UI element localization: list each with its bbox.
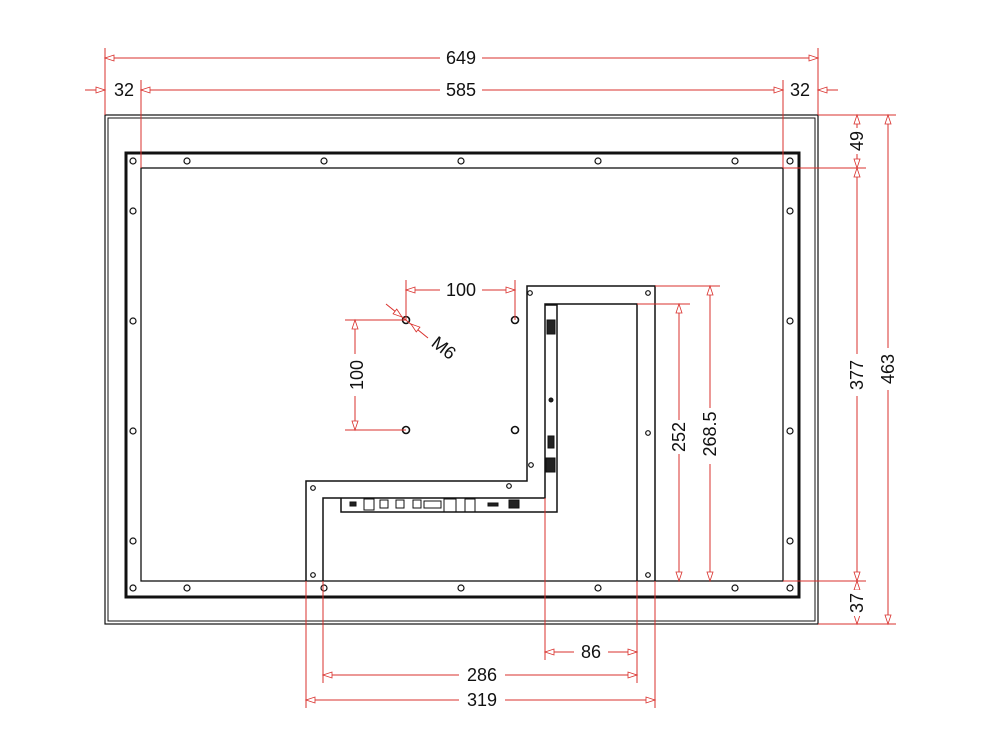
dim-box-outer-width: 319 bbox=[467, 690, 497, 710]
housing-outer-outline bbox=[305, 285, 656, 581]
dimension-arrow bbox=[853, 113, 861, 125]
dim-inner-height: 377 bbox=[847, 360, 867, 390]
dim-inner-width: 585 bbox=[446, 80, 476, 100]
dimension-arrow bbox=[853, 158, 861, 170]
dimension-arrow bbox=[853, 571, 861, 583]
screw-hole bbox=[129, 584, 137, 592]
dimension-arrow bbox=[773, 86, 785, 94]
dimension-arrow bbox=[853, 579, 861, 591]
screw-hole bbox=[594, 584, 602, 592]
dim-overall-width: 649 bbox=[446, 48, 476, 68]
dim-box-inner-width: 286 bbox=[467, 665, 497, 685]
dimension-arrow bbox=[645, 696, 657, 704]
housing-screw-hole bbox=[645, 430, 651, 436]
screw-hole bbox=[731, 584, 739, 592]
housing-screw-hole bbox=[527, 290, 533, 296]
housing-screw-hole bbox=[310, 572, 316, 578]
screw-hole bbox=[457, 584, 465, 592]
dimension-arrow bbox=[706, 571, 714, 583]
dimension-arrow bbox=[808, 54, 820, 62]
dimension-arrow bbox=[392, 308, 403, 318]
screw-hole bbox=[183, 157, 191, 165]
screw-hole bbox=[183, 584, 191, 592]
screw-hole bbox=[594, 157, 602, 165]
dim-vesa-vertical: 100 bbox=[347, 360, 367, 390]
bezel-screws bbox=[129, 157, 794, 592]
m6-leader-line bbox=[385, 303, 429, 339]
dimension-labels: 649 32 585 32 49 377 463 37 100 100 M6 2… bbox=[112, 48, 898, 710]
dimension-arrow bbox=[627, 648, 639, 656]
screw-hole bbox=[786, 537, 794, 545]
dim-box-outer-height: 268.5 bbox=[700, 411, 720, 456]
screw-hole bbox=[129, 207, 137, 215]
dim-box-inner-height: 252 bbox=[669, 422, 689, 452]
dimension-arrow bbox=[410, 323, 421, 333]
screw-hole bbox=[786, 317, 794, 325]
dim-bottom-margin: 37 bbox=[847, 593, 867, 613]
housing-inner-outline bbox=[322, 303, 638, 581]
dimension-arrow bbox=[351, 318, 359, 330]
dim-overall-height: 463 bbox=[878, 354, 898, 384]
panel-frame bbox=[104, 114, 819, 625]
dimension-arrow bbox=[543, 648, 555, 656]
dimension-arrow bbox=[853, 614, 861, 626]
vesa-hole bbox=[510, 425, 520, 435]
screw-hole bbox=[129, 317, 137, 325]
dimension-arrow bbox=[321, 671, 333, 679]
io-connectors bbox=[349, 319, 556, 513]
outer-frame-inner-line bbox=[107, 117, 816, 622]
housing-screw-hole bbox=[528, 462, 534, 468]
dimension-arrow bbox=[675, 571, 683, 583]
dimension-arrow bbox=[103, 54, 115, 62]
dimension-lines bbox=[85, 48, 896, 708]
screw-hole bbox=[731, 157, 739, 165]
screw-hole bbox=[786, 584, 794, 592]
housing-screw-hole bbox=[506, 483, 512, 489]
electronics-housing bbox=[305, 285, 656, 581]
dimension-arrow bbox=[627, 671, 639, 679]
screw-hole bbox=[129, 427, 137, 435]
bezel-border bbox=[124, 151, 801, 599]
dimension-arrow bbox=[505, 286, 517, 294]
dimension-arrow bbox=[351, 420, 359, 432]
dimension-arrow bbox=[404, 286, 416, 294]
vesa-mount-holes bbox=[401, 315, 520, 435]
dimension-arrow bbox=[853, 166, 861, 178]
connector-board bbox=[340, 304, 558, 513]
screw-hole bbox=[786, 157, 794, 165]
dimension-arrow bbox=[675, 302, 683, 314]
screw-hole bbox=[129, 537, 137, 545]
screw-hole bbox=[457, 157, 465, 165]
dimension-arrow bbox=[884, 614, 892, 626]
display-area bbox=[140, 167, 784, 582]
dim-right-margin: 32 bbox=[790, 80, 810, 100]
outer-frame bbox=[104, 114, 819, 625]
dimension-arrow bbox=[139, 86, 151, 94]
screw-hole bbox=[129, 157, 137, 165]
screw-hole bbox=[320, 584, 328, 592]
housing-screws bbox=[310, 290, 651, 578]
dim-screw-thread: M6 bbox=[428, 332, 460, 363]
screw-hole bbox=[320, 157, 328, 165]
screw-hole bbox=[786, 427, 794, 435]
dimension-arrow bbox=[884, 113, 892, 125]
dim-top-margin: 49 bbox=[847, 131, 867, 151]
dim-left-margin: 32 bbox=[114, 80, 134, 100]
housing-screw-hole bbox=[645, 572, 651, 578]
dimension-arrow bbox=[706, 284, 714, 296]
dim-vesa-horizontal: 100 bbox=[446, 280, 476, 300]
dimension-arrow bbox=[304, 696, 316, 704]
dimension-arrow bbox=[816, 86, 828, 94]
dim-box-small-width: 86 bbox=[581, 642, 601, 662]
housing-screw-hole bbox=[645, 290, 651, 296]
housing-screw-hole bbox=[310, 485, 316, 491]
screw-hole bbox=[786, 207, 794, 215]
dimension-arrow bbox=[95, 86, 107, 94]
